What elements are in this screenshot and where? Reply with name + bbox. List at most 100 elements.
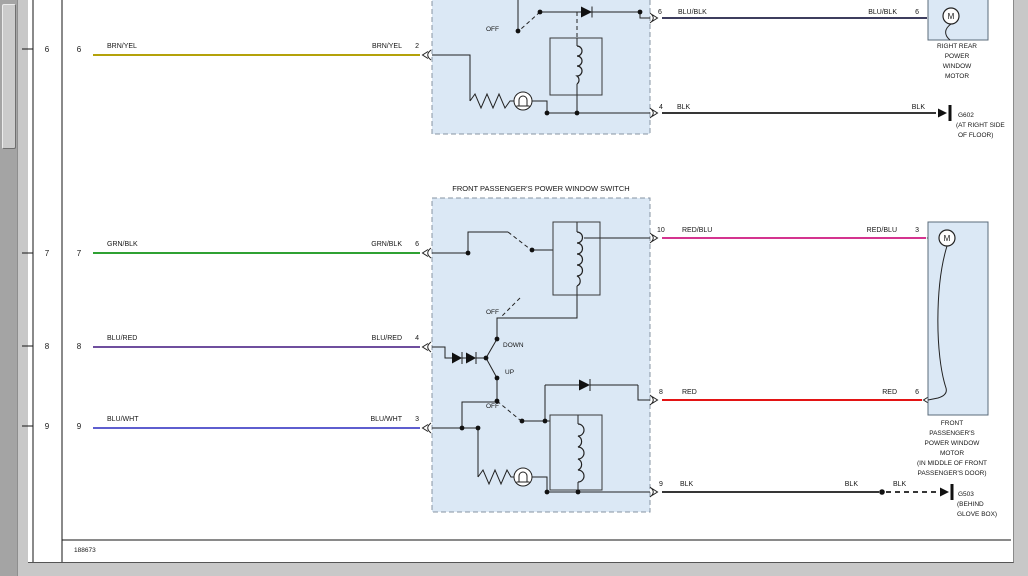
wire-blu-blk: 6 BLU/BLK BLU/BLK 6 [649,9,943,24]
wire-label: BLU/RED [372,335,402,342]
wire-brn-yel: BRN/YEL BRN/YEL 2 [93,43,432,61]
wire-red: 8 RED RED 6 [649,389,933,406]
illumination-lamp-icon [513,467,533,487]
ground-code: G503 [958,491,974,498]
motor-label: PASSENGER'S [929,430,975,437]
connector-symbol [421,422,432,434]
wire-label: RED [882,389,897,396]
wire-blk-top: 4 BLK BLK G602 (AT RIGHT SIDE OF FLOOR) [649,104,1005,139]
pin-number: 3 [915,227,919,234]
pin-number: 4 [415,335,419,342]
resistor-zigzag [477,468,514,486]
front-passenger-motor: M FRONT PASSENGER'S POWER WINDOW MOTOR (… [917,221,989,477]
motor-label: MOTOR [940,450,964,457]
wire-label: BLU/WHT [107,416,139,423]
junction-dot [529,247,535,253]
ground-arrow-icon [938,108,947,118]
switch-arm-dashed [496,231,531,421]
pin-number: 2 [415,43,419,50]
junction-dot [537,9,543,15]
lamp-filament [516,471,530,483]
wire-label: BLU/BLK [678,9,707,16]
pin-number: 9 [659,481,663,488]
pin-number: 10 [657,227,665,234]
wire-label: GRN/BLK [371,241,402,248]
grid-number: 6 [77,45,82,54]
left-scrollbar-thumb[interactable] [2,4,16,149]
wire-label: BLK [680,481,694,488]
ground-location: (BEHIND [957,501,984,508]
junction-dot [465,250,471,256]
motor-label: MOTOR [945,73,969,80]
wire-label: RED [682,389,697,396]
grid-tick-marks [22,48,33,427]
pin-number: 6 [915,9,919,16]
front-passenger-switch-box: FRONT PASSENGER'S POWER WINDOW SWITCH [431,184,651,513]
connector-symbol [649,486,659,498]
motor-symbol: M [948,12,955,21]
wire-label: RED/BLU [682,227,712,234]
connector-symbol [649,394,659,406]
grid-border-lines [32,0,1011,562]
switch-position-label: UP [505,369,514,376]
figure-number: 188673 [74,547,96,554]
grid-number: 9 [45,422,50,431]
ground-location: OF FLOOR) [958,132,993,139]
grid-number: 8 [77,342,82,351]
switch-position-label: OFF [486,403,499,410]
grid-number: 7 [45,249,50,258]
wire-label: BLU/WHT [371,416,403,423]
motor-winding-curve [945,23,952,41]
connector-symbol [421,341,432,353]
connector-symbol [649,12,659,24]
relay-coil-box [552,221,601,296]
junction-dot [544,110,550,116]
wire-label: RED/BLU [867,227,897,234]
motor-label: POWER [945,53,970,60]
pin-number: 6 [658,9,662,16]
box-title: FRONT PASSENGER'S POWER WINDOW SWITCH [452,184,629,193]
motor-winding-curve [927,245,948,401]
motor-label: FRONT [941,420,963,427]
relay-coil-box [549,414,603,491]
grid-number: 6 [45,45,50,54]
motor-label: (IN MIDDLE OF FRONT [917,460,987,467]
motor-label: WINDOW [943,63,972,70]
junction-dot [515,28,521,34]
left-scrollbar-track[interactable] [0,0,18,576]
ground-bar-icon [948,105,952,121]
pin-number: 6 [415,241,419,248]
connector-symbol [649,107,659,119]
wire-label: BLK [677,104,691,111]
top-switch-box: OFF [431,0,651,135]
junction-dot [494,336,500,342]
right-rear-motor: M RIGHT REAR POWER WINDOW MOTOR [927,0,989,80]
relay-coil-box [549,37,603,96]
switch-position-label: DOWN [503,342,524,349]
diode-icon [579,379,590,391]
switch-outline-box [431,197,651,513]
switch-outline-box [431,0,651,135]
splice-dot [879,489,885,495]
junction-dot [475,425,481,431]
wire-label: BRN/YEL [372,43,402,50]
motor-symbol: M [944,234,951,243]
connector-symbol [421,49,432,61]
connector-symbol [649,232,659,244]
pin-number: 6 [915,389,919,396]
pin-number: 3 [415,416,419,423]
wire-blu-red: BLU/RED BLU/RED 4 [93,335,432,353]
lamp-filament [516,95,530,107]
diode-icon [466,352,476,364]
junction-dot [575,489,581,495]
wire-label: BLK [912,104,926,111]
wire-grn-blk: GRN/BLK GRN/BLK 6 [93,241,432,259]
motor-label: PASSENGER'S DOOR) [917,470,986,477]
grid-number: 9 [77,422,82,431]
pin-number: 4 [659,104,663,111]
grid-number: 7 [77,249,82,258]
junction-dot [459,425,465,431]
wire-label: BLK [893,481,907,488]
junction-dot [494,375,500,381]
